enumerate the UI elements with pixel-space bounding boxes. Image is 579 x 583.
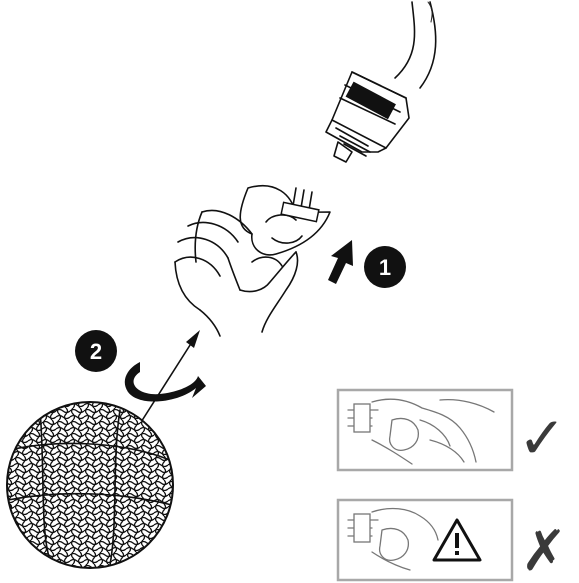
rotate-arrow-icon — [125, 330, 206, 430]
incorrect-handling-panel: ✗ — [338, 500, 567, 583]
correct-handling-panel: ✓ — [338, 390, 566, 472]
mesh-grille — [7, 402, 173, 568]
microphone-cable — [395, 2, 436, 88]
hand-holding-capsule — [175, 210, 298, 336]
step-2-number: 2 — [90, 339, 102, 364]
step-2-badge: 2 — [75, 330, 117, 372]
check-mark-icon: ✓ — [518, 404, 567, 472]
step-1-arrow — [328, 240, 353, 284]
capsule-pins — [281, 188, 319, 222]
housing-recess — [346, 82, 396, 120]
microphone-housing — [326, 72, 409, 162]
step-1-badge: 1 — [364, 246, 406, 288]
x-mark-icon: ✗ — [521, 519, 568, 583]
step-1-number: 1 — [379, 255, 391, 280]
